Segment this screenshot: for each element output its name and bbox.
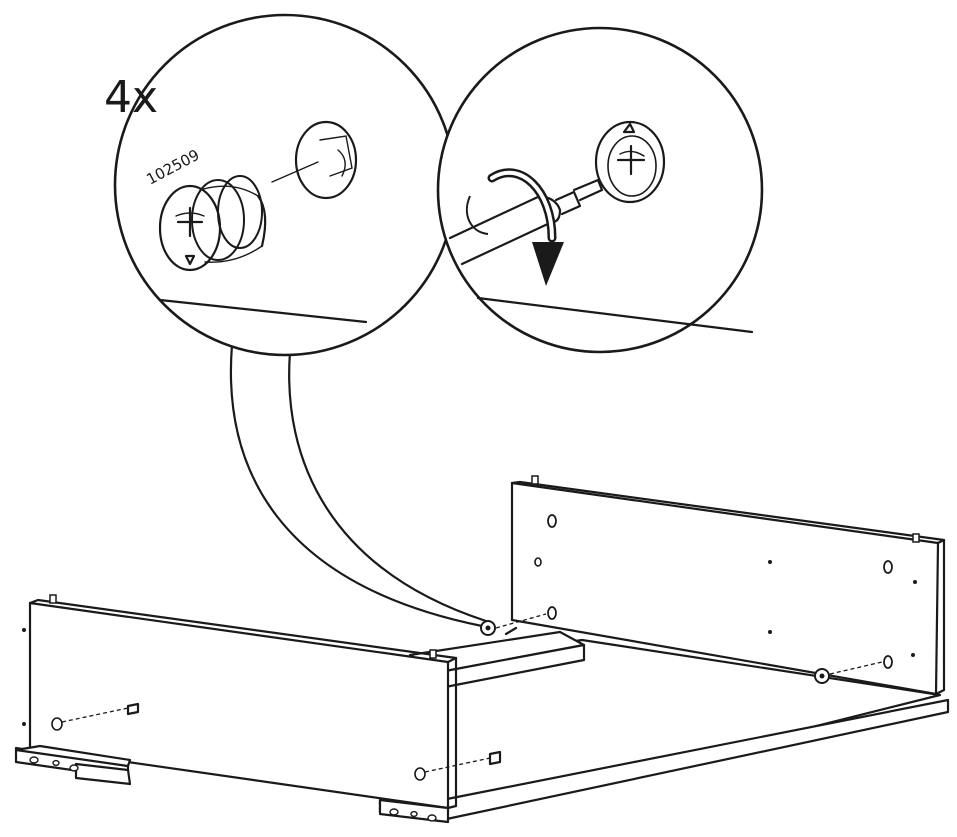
back-side-panel (510, 475, 946, 696)
callout-leader (229, 343, 488, 628)
detail-circle-tighten-cam (436, 26, 764, 354)
cam-bolt-guides (51, 613, 883, 781)
insert-guide-line (271, 161, 319, 183)
panel-hole (294, 120, 358, 200)
clockwise-arrow-icon (465, 168, 564, 286)
furniture-frame (14, 475, 950, 824)
detail-circle-insert-cam: 102509 (113, 13, 457, 357)
cam-lock-icon (158, 175, 267, 272)
front-plinth (14, 744, 450, 824)
seated-cam-lock-icon (594, 120, 666, 204)
screwdriver-icon (448, 178, 604, 266)
front-side-panel (22, 594, 458, 810)
quantity-label: 4x (104, 72, 158, 123)
